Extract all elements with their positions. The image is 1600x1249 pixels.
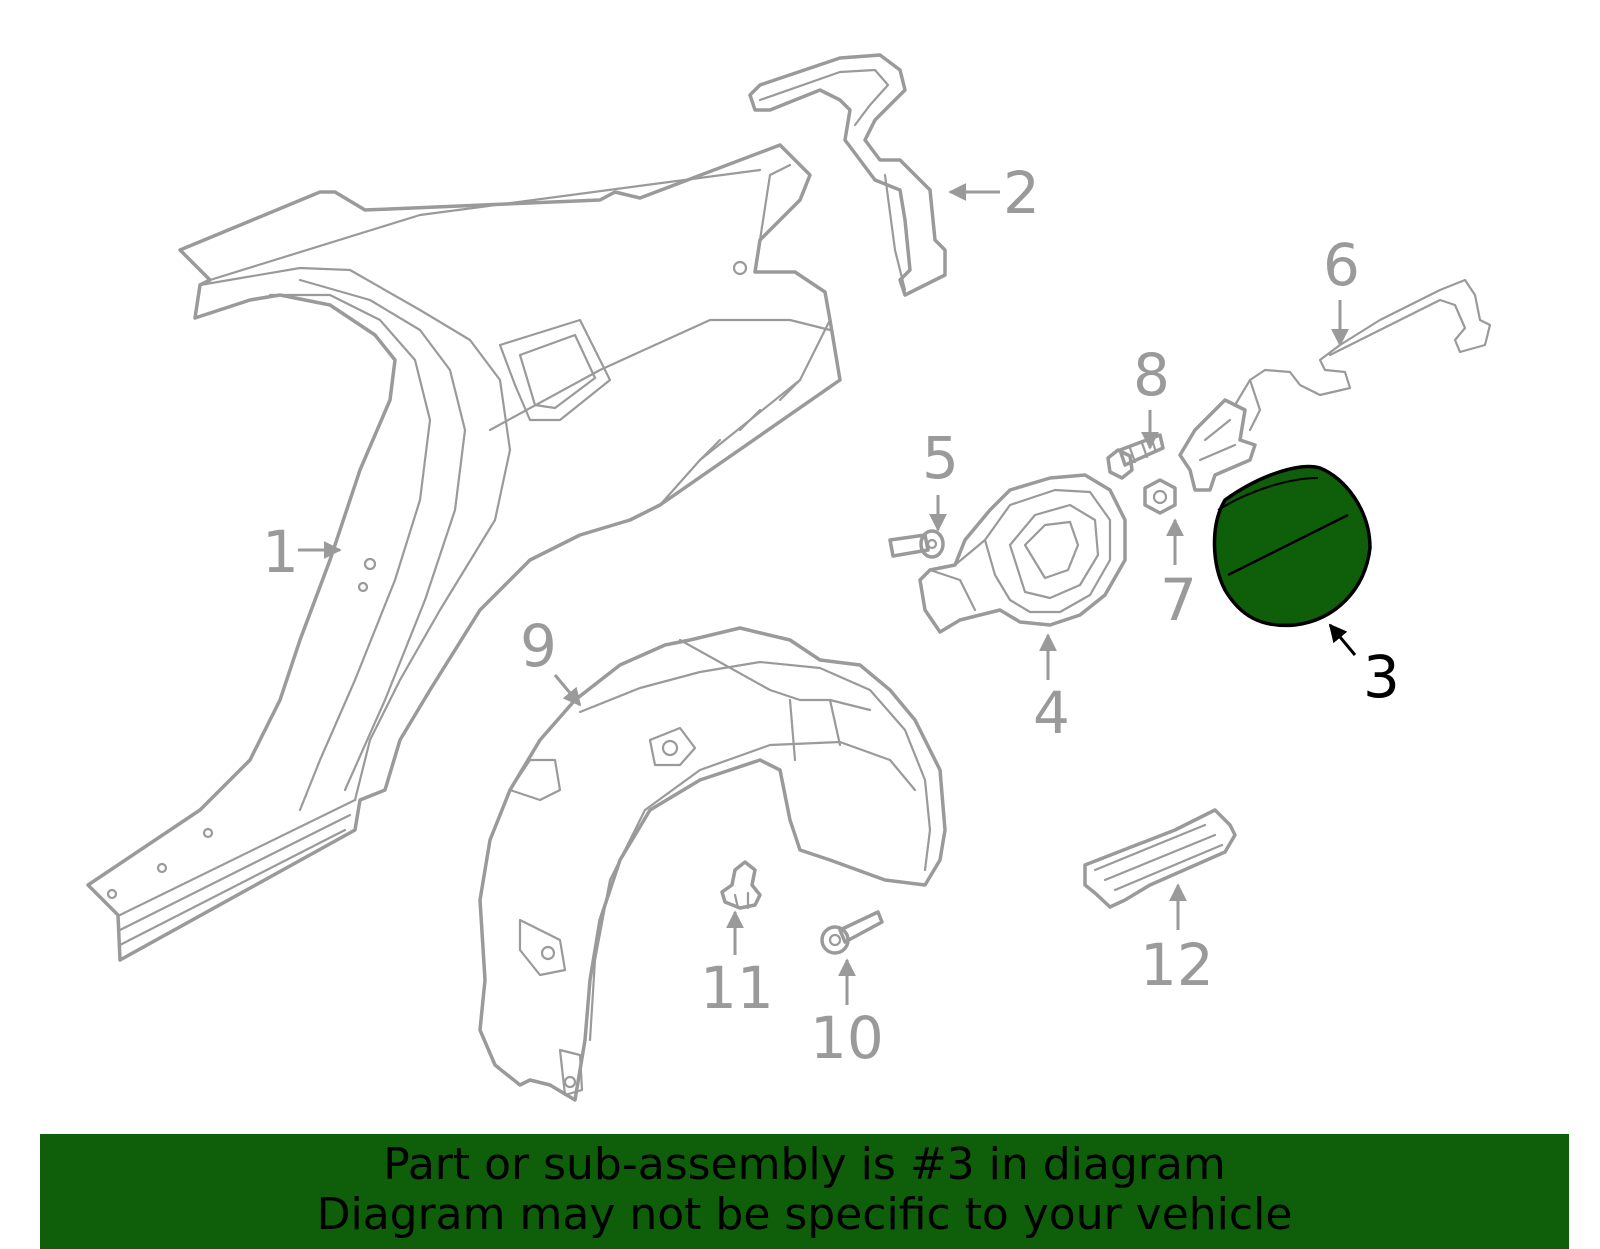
callout-8: 8 (1133, 341, 1170, 409)
banner-line-2: Diagram may not be specific to your vehi… (316, 1189, 1293, 1240)
callout-10: 10 (810, 1004, 884, 1072)
part-8-bolt (1106, 433, 1165, 480)
callout-12: 12 (1140, 931, 1214, 999)
part-7-nut (1143, 478, 1177, 515)
callout-3: 3 (1363, 643, 1400, 711)
parts-diagram: 1 2 3 4 5 6 7 8 9 10 11 12 (86, 53, 1492, 1102)
part-11-clip (720, 860, 762, 910)
banner-line-1: Part or sub-assembly is #3 in diagram (383, 1139, 1226, 1190)
callout-6: 6 (1323, 231, 1360, 299)
part-2-bracket (748, 53, 947, 297)
part-9-wheelhouse-liner (478, 626, 947, 1102)
part-10-screw (820, 910, 884, 955)
info-banner: Part or sub-assembly is #3 in diagram Di… (40, 1134, 1569, 1249)
part-12-trim (1083, 808, 1237, 909)
part-4-filler-housing (918, 473, 1127, 634)
callout-5: 5 (922, 424, 959, 492)
part-1-quarter-panel (86, 143, 842, 962)
part-5-screw (888, 529, 945, 559)
callout-2: 2 (1003, 159, 1040, 227)
part-3-fuel-door (1212, 464, 1372, 628)
fuel-door-fill (1212, 464, 1372, 628)
callout-11: 11 (700, 954, 774, 1022)
callout-9: 9 (520, 612, 557, 680)
callout-numbers: 1 2 3 4 5 6 7 8 9 10 11 12 (262, 159, 1400, 1072)
callout-1: 1 (262, 518, 299, 586)
leader-lines (298, 183, 1357, 1005)
callout-7: 7 (1160, 566, 1197, 634)
part-6-actuator (1178, 278, 1492, 492)
callout-4: 4 (1033, 679, 1070, 747)
